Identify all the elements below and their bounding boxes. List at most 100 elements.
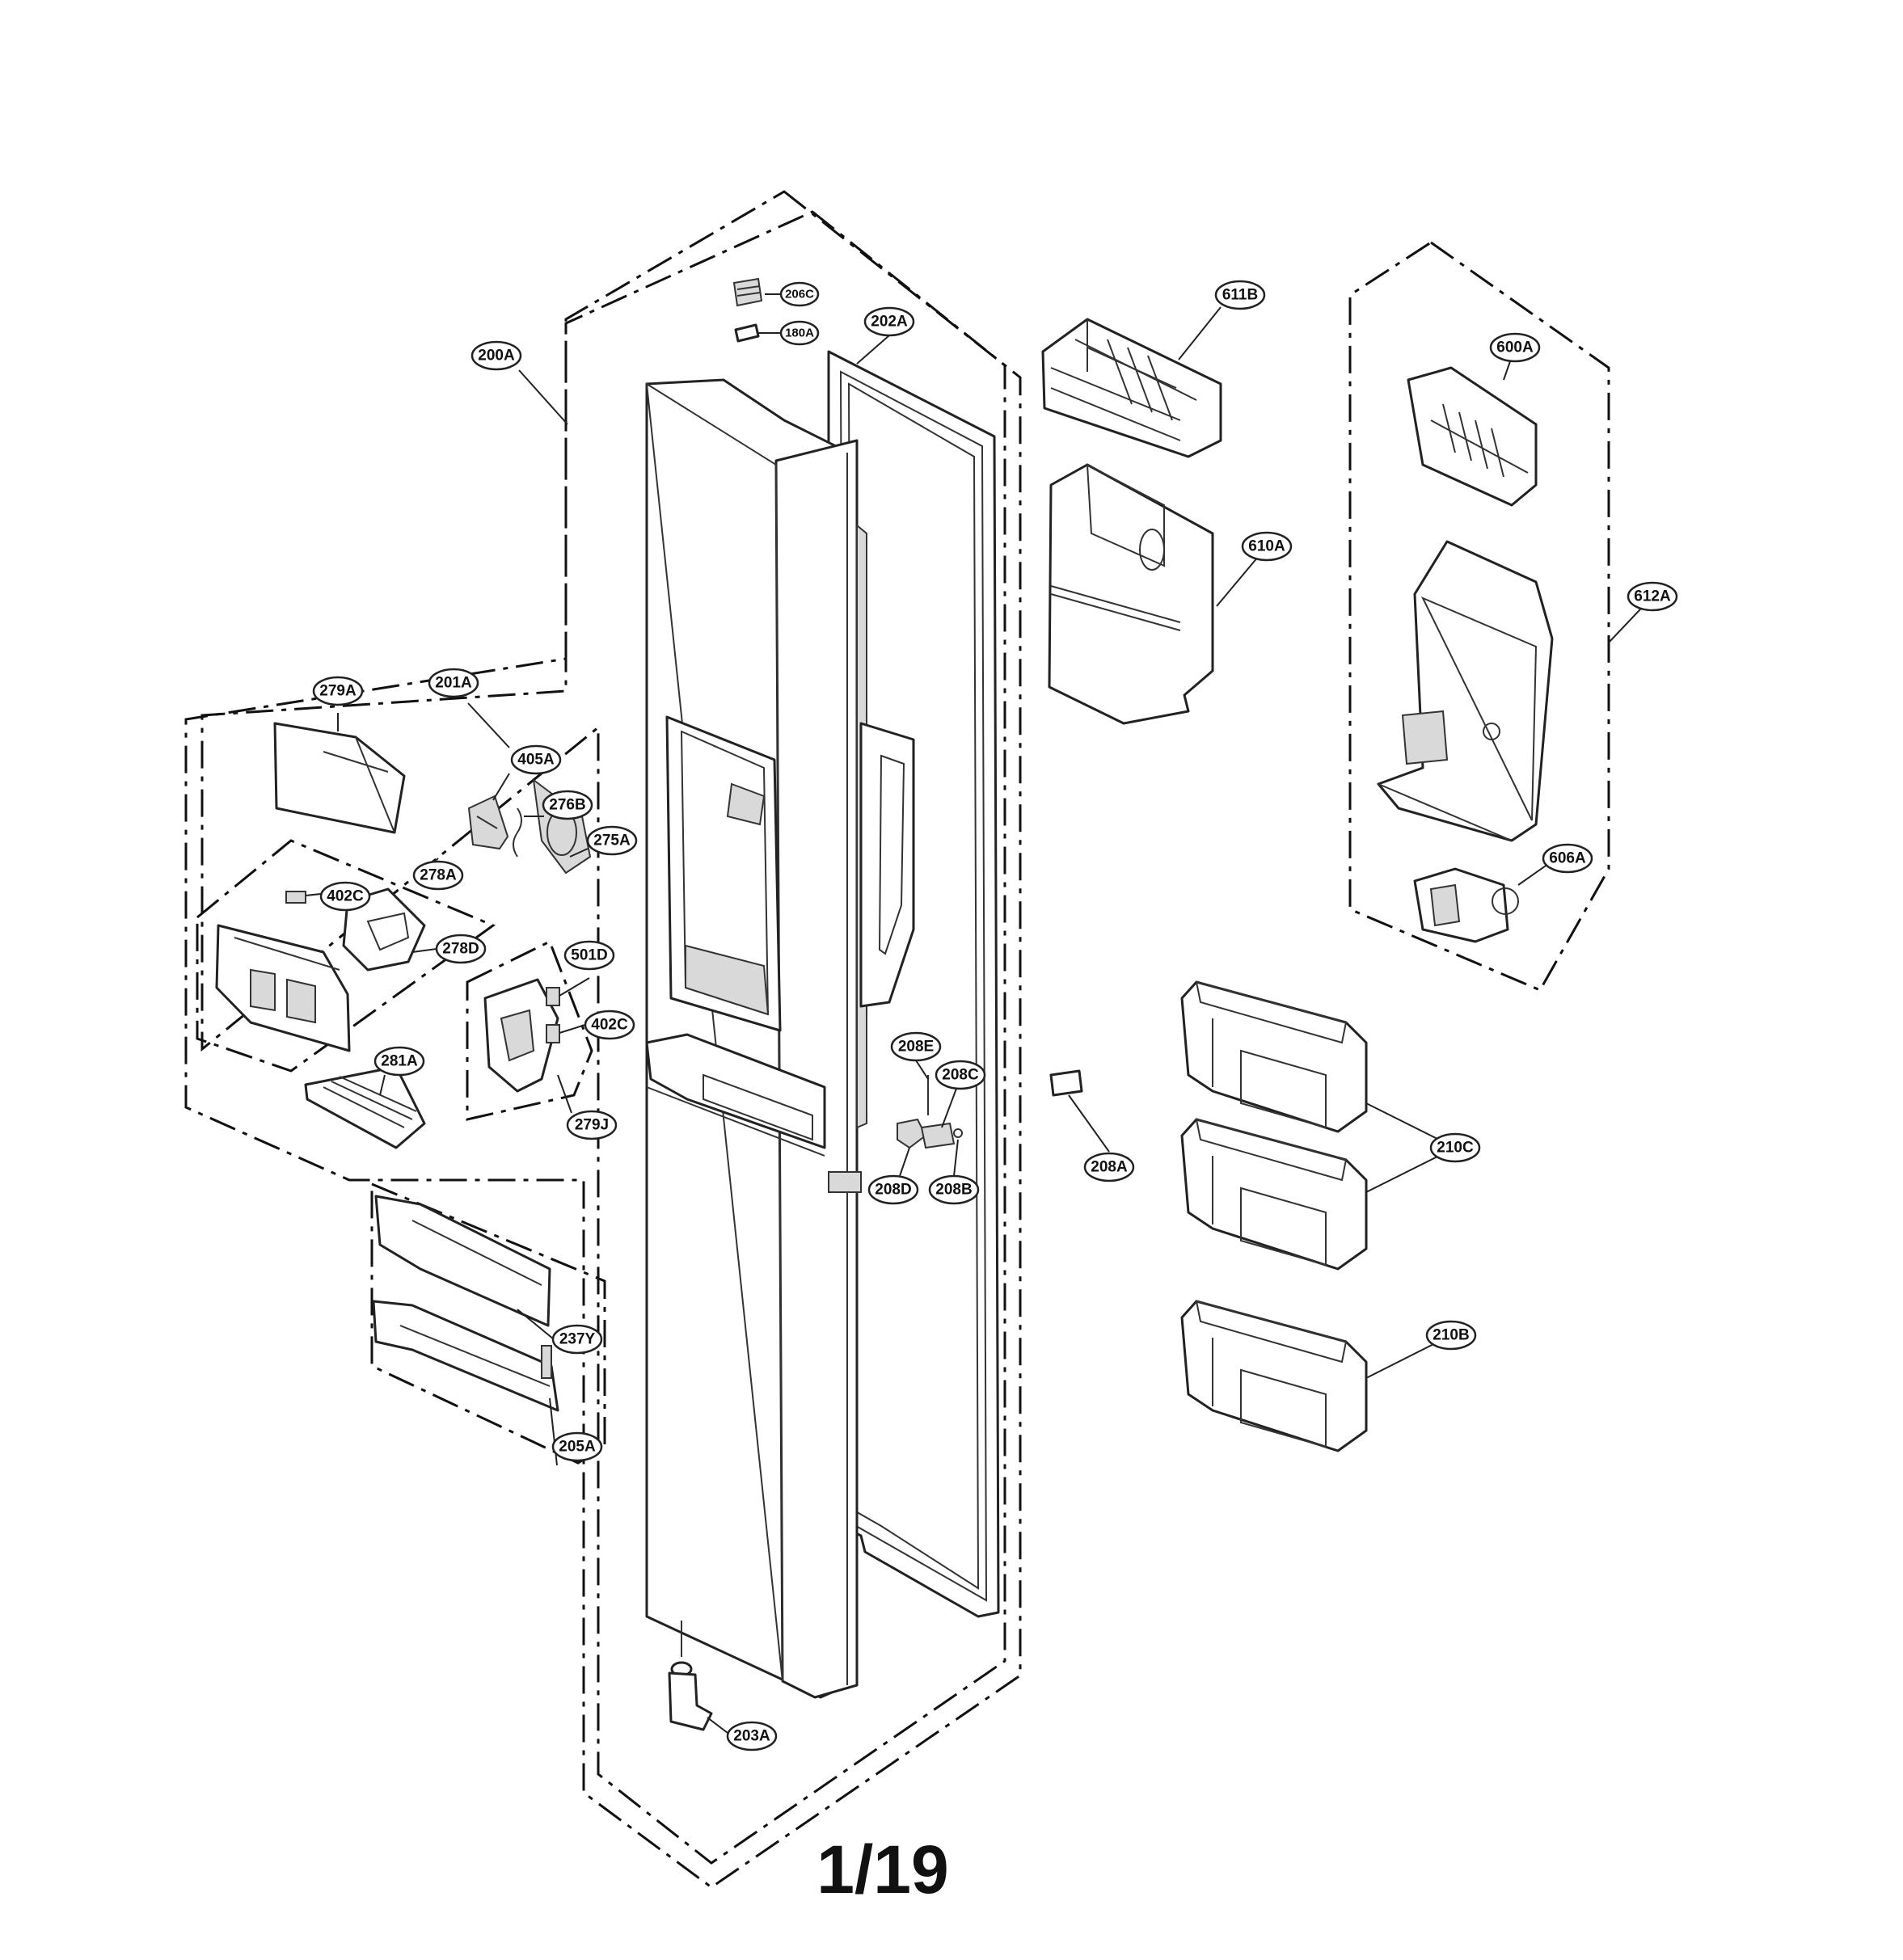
callout-402c-lower: 402C bbox=[584, 1010, 635, 1040]
svg-text:205A: 205A bbox=[559, 1439, 596, 1456]
callout-208a: 208A bbox=[1083, 1152, 1135, 1182]
svg-text:208C: 208C bbox=[942, 1067, 979, 1084]
callout-208e: 208E bbox=[890, 1031, 942, 1062]
washer-208b-part bbox=[953, 1128, 963, 1138]
callout-205a: 205A bbox=[551, 1431, 603, 1462]
spring-276b-part bbox=[513, 807, 522, 858]
trim-237y-part bbox=[374, 1195, 551, 1327]
hinge-208c-part bbox=[920, 1122, 956, 1149]
boundary-icemaker-group bbox=[1348, 241, 1610, 992]
callout-203a: 203A bbox=[726, 1721, 778, 1751]
svg-text:208B: 208B bbox=[935, 1182, 972, 1199]
ice-bucket-lid-part bbox=[1041, 318, 1222, 458]
callout-210b: 210B bbox=[1425, 1320, 1477, 1351]
trim-parts bbox=[372, 1195, 559, 1412]
callout-180a: 180A bbox=[779, 320, 820, 346]
svg-text:206C: 206C bbox=[785, 288, 814, 301]
callout-201a: 201A bbox=[428, 668, 479, 698]
callout-237y: 237Y bbox=[551, 1324, 603, 1355]
svg-text:501D: 501D bbox=[571, 947, 607, 964]
boundary-door-assembly-inner bbox=[200, 210, 1006, 1865]
door-bin-lower-part bbox=[1180, 1300, 1368, 1452]
door-bins-parts bbox=[1180, 980, 1368, 1452]
assembly-boundaries bbox=[184, 190, 1610, 1889]
callout-276b: 276B bbox=[542, 790, 593, 820]
chute-278d-part bbox=[342, 887, 426, 972]
door-bin-upper-part bbox=[1180, 980, 1368, 1133]
callout-278d: 278D bbox=[435, 934, 487, 964]
svg-text:610A: 610A bbox=[1248, 538, 1285, 555]
boundary-funnel-group bbox=[466, 939, 593, 1121]
bracket-208d-part bbox=[897, 1118, 927, 1149]
callout-501d: 501D bbox=[563, 940, 615, 971]
callout-606a: 606A bbox=[1542, 843, 1593, 874]
callout-611b: 611B bbox=[1214, 280, 1266, 310]
callout-279j: 279J bbox=[566, 1110, 618, 1140]
svg-text:275A: 275A bbox=[593, 832, 631, 849]
svg-text:606A: 606A bbox=[1549, 850, 1586, 867]
svg-text:612A: 612A bbox=[1634, 588, 1671, 605]
svg-text:600A: 600A bbox=[1496, 339, 1534, 356]
svg-text:276B: 276B bbox=[549, 797, 585, 814]
callout-612a: 612A bbox=[1627, 581, 1678, 612]
callout-610a: 610A bbox=[1241, 531, 1293, 562]
svg-text:279A: 279A bbox=[319, 683, 357, 700]
callout-210c: 210C bbox=[1429, 1132, 1481, 1163]
svg-text:208E: 208E bbox=[898, 1039, 934, 1056]
trim-205a-part bbox=[372, 1300, 559, 1412]
hinge-part bbox=[668, 1661, 713, 1731]
door-bin-middle-part bbox=[1180, 1118, 1368, 1271]
cap-206c-part bbox=[732, 277, 763, 307]
callout-405a: 405A bbox=[510, 744, 562, 775]
boundary-trim-group bbox=[370, 1182, 606, 1465]
ice-maker-housing-part bbox=[1377, 540, 1554, 842]
top-cap-parts bbox=[732, 277, 763, 343]
switch-402c-part bbox=[285, 891, 306, 904]
callout-279a: 279A bbox=[312, 676, 364, 706]
svg-text:203A: 203A bbox=[733, 1728, 770, 1745]
svg-text:210B: 210B bbox=[1433, 1327, 1469, 1344]
svg-text:208D: 208D bbox=[875, 1182, 911, 1199]
callout-275a: 275A bbox=[586, 825, 638, 856]
callout-208d: 208D bbox=[867, 1174, 919, 1205]
callout-208c: 208C bbox=[935, 1060, 986, 1090]
auger-motor-part bbox=[1413, 867, 1519, 943]
svg-text:281A: 281A bbox=[381, 1053, 418, 1070]
svg-text:402C: 402C bbox=[327, 888, 364, 905]
dispenser-cover-part bbox=[273, 722, 406, 834]
callout-600a: 600A bbox=[1489, 332, 1541, 363]
boundary-dispenser-group bbox=[196, 839, 496, 1073]
svg-text:237Y: 237Y bbox=[559, 1331, 596, 1348]
callout-402c: 402C bbox=[319, 881, 371, 912]
ice-maker-part bbox=[1407, 366, 1538, 507]
svg-text:279J: 279J bbox=[575, 1117, 609, 1134]
svg-text:405A: 405A bbox=[517, 752, 555, 769]
callouts: 206C 180A 202A 200A 279A 201A 405A 276B bbox=[312, 280, 1678, 1751]
callout-200a: 200A bbox=[470, 340, 522, 371]
svg-text:278A: 278A bbox=[420, 867, 457, 884]
svg-text:210C: 210C bbox=[1437, 1140, 1474, 1157]
callout-202a: 202A bbox=[863, 306, 915, 337]
funnel-parts bbox=[483, 978, 560, 1093]
svg-text:180A: 180A bbox=[785, 327, 814, 340]
svg-text:200A: 200A bbox=[478, 348, 515, 365]
svg-text:202A: 202A bbox=[871, 314, 908, 331]
callout-206c: 206C bbox=[779, 281, 820, 307]
callout-278a: 278A bbox=[412, 860, 464, 891]
clip-208a-part bbox=[1049, 1069, 1083, 1097]
leader-lines bbox=[305, 293, 1653, 1736]
switch-501d-part bbox=[546, 987, 560, 1006]
svg-text:208A: 208A bbox=[1091, 1159, 1128, 1176]
callout-208b: 208B bbox=[928, 1174, 980, 1205]
page-number: 1/19 bbox=[816, 1831, 949, 1907]
refrigerator-door-part bbox=[645, 378, 915, 1699]
ice-bucket-part bbox=[1048, 463, 1214, 725]
small-hardware-parts bbox=[897, 1069, 1083, 1149]
callout-281a: 281A bbox=[373, 1046, 425, 1077]
switch-402c-lower-part bbox=[546, 1024, 560, 1043]
svg-text:201A: 201A bbox=[435, 675, 472, 692]
svg-text:402C: 402C bbox=[591, 1017, 628, 1034]
svg-text:278D: 278D bbox=[442, 941, 479, 958]
dispenser-housing-parts bbox=[215, 887, 426, 1052]
